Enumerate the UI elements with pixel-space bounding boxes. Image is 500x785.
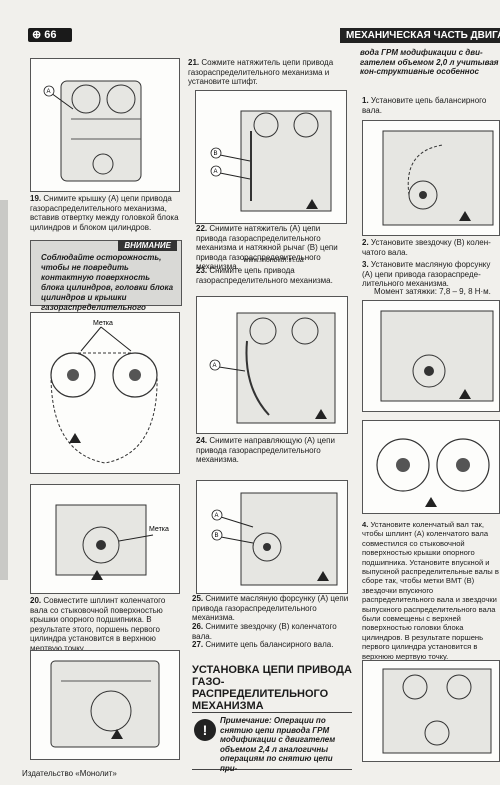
continuation-text: вода ГРМ модификации с дви-гателем объем… (360, 48, 499, 77)
chain-guide-illustration: A (209, 312, 336, 424)
note-box: ! Примечание: Операции по снятию цепи пр… (192, 712, 352, 773)
warning-title: ВНИМАНИЕ (118, 240, 177, 251)
step-4: 4. Установите коленчатый вал так, чтобы … (362, 520, 499, 661)
crankshaft-illustration: Метка (55, 504, 169, 580)
step-27: 27. Снимите цепь балансирного вала. (192, 640, 334, 649)
note-title: Примечание: (220, 716, 272, 725)
cam-sprockets-illustration (376, 438, 490, 507)
step-1: 1. Установите цепь балансирного вала. (362, 96, 487, 115)
step-21: 21. Сожмите натяжитель цепи привода газо… (188, 58, 334, 87)
callout-a: A (47, 89, 51, 95)
note-text: Операции по снятию цепи привода ГРМ моди… (220, 716, 336, 773)
figure-oil-jet: A B (196, 480, 348, 594)
figure-crank-sprocket (362, 300, 500, 412)
callout-a: A (215, 513, 219, 519)
figure-chain-guide: A (196, 296, 348, 434)
step-26: 26. Снимите звездочку (В) коленчатого ва… (192, 622, 337, 641)
step-23: 23. Снимите цепь привода газораспределит… (196, 266, 333, 285)
torque-spec: Момент затяжки: 7,8 – 9, 8 Н·м. (374, 287, 491, 296)
step-19: 19. Снимите крышку (А) цепи привода газо… (30, 194, 179, 232)
callout-b: B (214, 151, 218, 157)
exclamation-icon: ! (194, 719, 216, 741)
camshaft-sprockets-illustration: Метка (50, 320, 158, 464)
figure-tensioner: B A (195, 90, 347, 224)
step-2: 2. Установите звездочку (В) колен-чатого… (362, 238, 491, 257)
figure-crankshaft-bottom (30, 650, 180, 760)
section-heading: УСТАНОВКА ЦЕПИ ПРИВОДА ГАЗО-РАСПРЕДЕЛИТЕ… (192, 664, 352, 712)
page-number: 66 (44, 29, 57, 41)
oil-jet-illustration: A B (211, 492, 338, 586)
crank-sprocket-illustration (380, 310, 494, 402)
gear-icon: ⊕ (32, 29, 42, 41)
step-22: 22. Снимите натяжитель (А) цепи привода … (196, 224, 338, 272)
tdc-alignment-illustration (382, 668, 492, 754)
figure-timing-marks: Метка (30, 312, 180, 474)
website-url: www.monolith.in.ua (243, 257, 304, 264)
page-number-badge: ⊕ 66 (28, 28, 72, 42)
step-25: 25. Снимите масляную форсунку (А) цепи п… (192, 594, 349, 623)
figure-crankshaft-pin: Метка (30, 484, 180, 594)
engine-lower-illustration (50, 660, 160, 748)
callout-a: A (213, 363, 217, 369)
callout-b: B (215, 533, 219, 539)
section-title-bar: МЕХАНИЧЕСКАЯ ЧАСТЬ ДВИГАТЕ (340, 28, 500, 43)
step-24: 24. Снимите направляющую (А) цепи привод… (196, 436, 335, 465)
engine-illustration: A (43, 80, 142, 182)
publisher-footer: Издательство «Монолит» (22, 769, 117, 778)
balance-chain-illustration (382, 130, 494, 226)
figure-cam-sprockets (362, 420, 500, 514)
page-edge-tabs (0, 200, 8, 580)
warning-box: ВНИМАНИЕ Соблюдайте осторожность, чтобы … (30, 240, 182, 322)
tensioner-illustration: B A (210, 110, 332, 212)
callout-a: A (214, 169, 218, 175)
figure-tdc-alignment (362, 660, 500, 762)
mark-label-2: Метка (149, 526, 169, 533)
step-20: 20. Совместите шплинт коленчатого вала с… (30, 596, 166, 653)
mark-label-1: Метка (93, 320, 113, 327)
step-3: 3. Установите масляную форсунку (А) цепи… (362, 260, 491, 289)
figure-balance-chain (362, 120, 500, 236)
figure-timing-cover: A (30, 58, 180, 192)
